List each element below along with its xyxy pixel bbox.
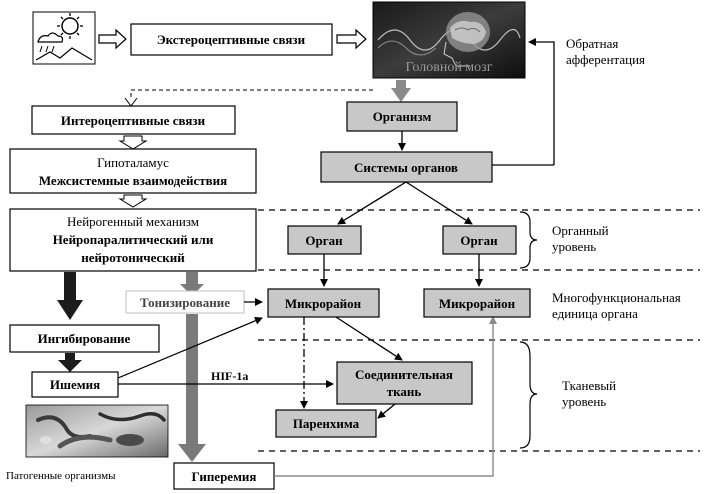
gray-arrow bbox=[186, 314, 198, 446]
dashed-connector-arrowhead bbox=[124, 97, 138, 107]
organ-right-label: Орган bbox=[460, 233, 498, 248]
box-neurogenic: Нейрогенный механизм Нейропаралитический… bbox=[9, 208, 257, 272]
multi-unit-label-line2: единица органа bbox=[552, 306, 638, 321]
arrow-ischemia-micro bbox=[117, 317, 263, 379]
bacteria-microscopy-image bbox=[25, 404, 169, 458]
neurogenic-mechanism-label: Нейрогенный механизм bbox=[67, 214, 199, 229]
box-inhibition: Ингибирование bbox=[9, 324, 160, 353]
multi-unit-label-line1: Многофункциональная bbox=[552, 290, 681, 305]
intersystem-interactions-label: Межсистемные взаимодействия bbox=[39, 173, 227, 188]
arrow-systems-organ-left bbox=[337, 181, 407, 225]
organ-level-brace bbox=[519, 211, 538, 269]
organ-level-label-line1: Органный bbox=[552, 223, 609, 238]
dashed-connector bbox=[130, 89, 373, 100]
organ-level-label-line2: уровень bbox=[552, 239, 596, 254]
gray-arrow bbox=[391, 88, 411, 102]
hollow-arrow-icon bbox=[118, 135, 148, 150]
gray-arrow bbox=[178, 444, 206, 462]
box-hypothalamus: Гипоталамус Межсистемные взаимодействия bbox=[9, 148, 257, 194]
tissue-level-brace bbox=[519, 341, 538, 449]
box-parenchyma: Паренхима bbox=[275, 409, 377, 438]
box-ischemia: Ишемия bbox=[31, 371, 119, 398]
organism-label: Организм bbox=[373, 109, 432, 124]
box-organ-systems: Системы органов bbox=[320, 151, 493, 183]
microdistrict-right-label: Микрорайон bbox=[439, 296, 516, 311]
dark-arrow bbox=[64, 272, 76, 302]
hyperemia-label: Гиперемия bbox=[192, 469, 257, 484]
box-toning: Тонизирование bbox=[125, 290, 245, 314]
neurotonic-label: нейротонический bbox=[81, 250, 185, 265]
feedback-arrow bbox=[528, 38, 555, 165]
interoceptive-label: Интероцептивные связи bbox=[61, 113, 206, 128]
ischemia-label: Ишемия bbox=[50, 377, 100, 392]
arrow-systems-organ-right bbox=[405, 181, 473, 225]
hollow-arrow-icon bbox=[118, 194, 148, 208]
parenchyma-label: Паренхима bbox=[293, 416, 360, 431]
tissue-level-label-line2: уровень bbox=[562, 394, 606, 409]
exteroceptive-label: Экстероцептивные связи bbox=[157, 32, 306, 47]
box-interoceptive: Интероцептивные связи bbox=[31, 105, 236, 135]
dark-arrow bbox=[58, 360, 82, 372]
gray-arrow bbox=[186, 272, 198, 286]
box-hyperemia: Гиперемия bbox=[173, 462, 275, 490]
arrow-connective-parenchyma bbox=[377, 403, 396, 419]
box-connective-tissue: Соединительная ткань bbox=[336, 361, 473, 405]
toning-label: Тонизирование bbox=[140, 295, 230, 310]
neuroparalytic-label: Нейропаралитический или bbox=[53, 232, 214, 247]
pathogens-label: Патогенные организмы bbox=[6, 470, 116, 482]
arrow-hyperemia-micro bbox=[274, 316, 497, 477]
hif-label: HIF-1a bbox=[211, 369, 248, 383]
feedback-label-line2: афферентация bbox=[566, 52, 645, 67]
hollow-arrow-icon bbox=[98, 28, 127, 50]
hypothalamus-label: Гипоталамус bbox=[97, 155, 169, 170]
microdistrict-left-label: Микрорайон bbox=[285, 296, 362, 311]
box-organ-left: Орган bbox=[287, 225, 362, 255]
box-microdistrict-left: Микрорайон bbox=[267, 288, 380, 318]
box-microdistrict-right: Микрорайон bbox=[423, 288, 531, 318]
hollow-arrow-icon bbox=[336, 28, 367, 50]
gray-arrow bbox=[180, 284, 204, 296]
tissue-level-label-line1: Тканевый bbox=[562, 378, 616, 393]
human-head-brain-image: Головной мозг bbox=[372, 1, 526, 79]
box-exteroceptive: Экстероцептивные связи bbox=[130, 23, 333, 56]
connective-tissue-label-line1: Соединительная bbox=[355, 367, 453, 382]
dark-arrow bbox=[57, 300, 83, 320]
connective-tissue-label-line2: ткань bbox=[387, 384, 422, 399]
brain-label: Головной мозг bbox=[406, 60, 493, 75]
organ-left-label: Орган bbox=[305, 233, 343, 248]
inhibition-label: Ингибирование bbox=[38, 331, 131, 346]
box-organism: Организм bbox=[346, 101, 458, 132]
organ-systems-label: Системы органов bbox=[354, 160, 458, 175]
arrow-micro-connective bbox=[335, 316, 403, 361]
dark-arrow bbox=[65, 353, 75, 361]
box-organ-right: Орган bbox=[442, 225, 517, 255]
sun-cloud-rain-icon bbox=[32, 11, 96, 65]
feedback-label-line1: Обратная bbox=[566, 36, 618, 51]
gray-arrow bbox=[396, 80, 406, 90]
